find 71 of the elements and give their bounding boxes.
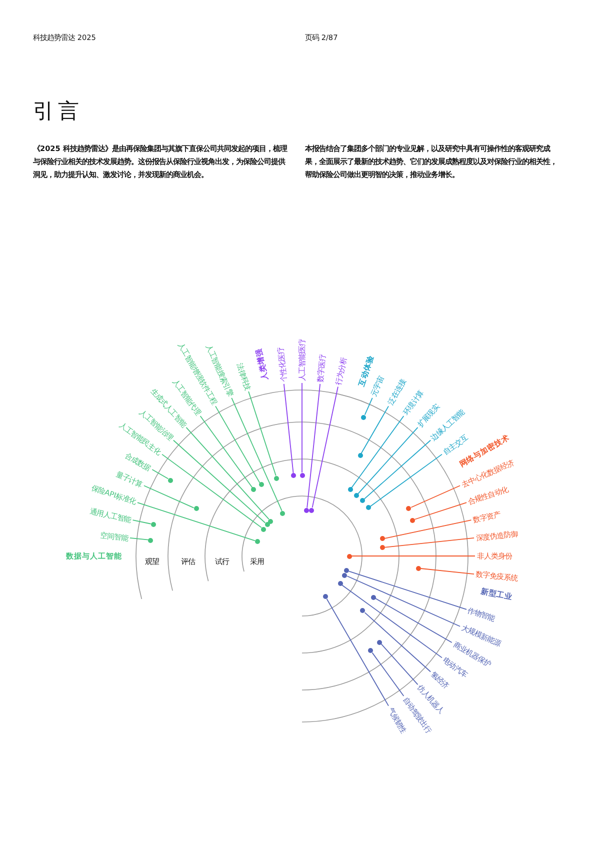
leader-line xyxy=(384,537,474,548)
dot xyxy=(346,554,352,558)
leader-line xyxy=(312,386,338,508)
leader-line xyxy=(162,454,262,528)
dot xyxy=(361,414,366,420)
leader-line xyxy=(410,485,460,508)
leader-line xyxy=(172,440,266,524)
dot xyxy=(251,487,256,492)
leader-line xyxy=(231,398,282,512)
dot xyxy=(416,566,421,571)
dot xyxy=(342,572,348,578)
dot xyxy=(348,487,353,492)
leader-line xyxy=(372,652,404,696)
dot xyxy=(380,545,386,550)
dot xyxy=(344,568,350,574)
leader-line xyxy=(346,576,460,627)
dot xyxy=(150,522,156,527)
dot xyxy=(260,526,266,532)
dot xyxy=(358,453,362,458)
dot xyxy=(194,506,199,512)
leader-line xyxy=(348,570,467,610)
leader-line xyxy=(283,384,294,474)
leader-line xyxy=(384,520,472,539)
leader-line xyxy=(370,454,442,507)
dot xyxy=(291,472,296,478)
dot xyxy=(410,518,415,523)
dot xyxy=(377,640,382,645)
dot xyxy=(354,493,359,498)
page-title: 引言 xyxy=(33,98,83,125)
dot xyxy=(370,594,376,600)
leader-line xyxy=(364,398,373,416)
dot xyxy=(304,508,310,513)
dot xyxy=(366,505,371,510)
leader-line xyxy=(144,485,194,508)
leader-line xyxy=(186,426,270,520)
dot xyxy=(360,608,366,614)
leader-line xyxy=(374,598,452,643)
dot xyxy=(148,538,154,543)
dot xyxy=(309,508,314,513)
dot xyxy=(264,522,270,528)
dot xyxy=(254,538,260,544)
dot xyxy=(323,594,328,600)
dot xyxy=(368,648,374,654)
leader-line xyxy=(342,584,442,658)
dot xyxy=(300,472,304,478)
leader-line xyxy=(420,568,474,575)
dot xyxy=(406,506,412,511)
leader-line xyxy=(248,391,276,476)
leader-line xyxy=(364,612,432,672)
leader-line xyxy=(200,416,253,488)
leader-line xyxy=(137,502,256,542)
dot xyxy=(274,476,280,480)
leader-line xyxy=(326,598,389,706)
leader-line xyxy=(414,502,467,520)
dot xyxy=(360,498,365,504)
dot xyxy=(268,518,274,524)
leader-line xyxy=(132,520,152,524)
leader-line xyxy=(360,406,389,454)
leader-line xyxy=(357,426,418,494)
dot xyxy=(168,478,173,482)
dot xyxy=(280,510,286,516)
dot xyxy=(258,482,264,488)
leader-line xyxy=(364,440,432,500)
leader-line xyxy=(380,644,418,686)
leader-line xyxy=(130,537,149,540)
dot xyxy=(338,581,343,586)
leader-line xyxy=(306,384,321,508)
leader-line xyxy=(351,416,404,488)
dot xyxy=(380,536,385,542)
leader-line xyxy=(215,406,260,484)
leader-line xyxy=(152,469,169,480)
